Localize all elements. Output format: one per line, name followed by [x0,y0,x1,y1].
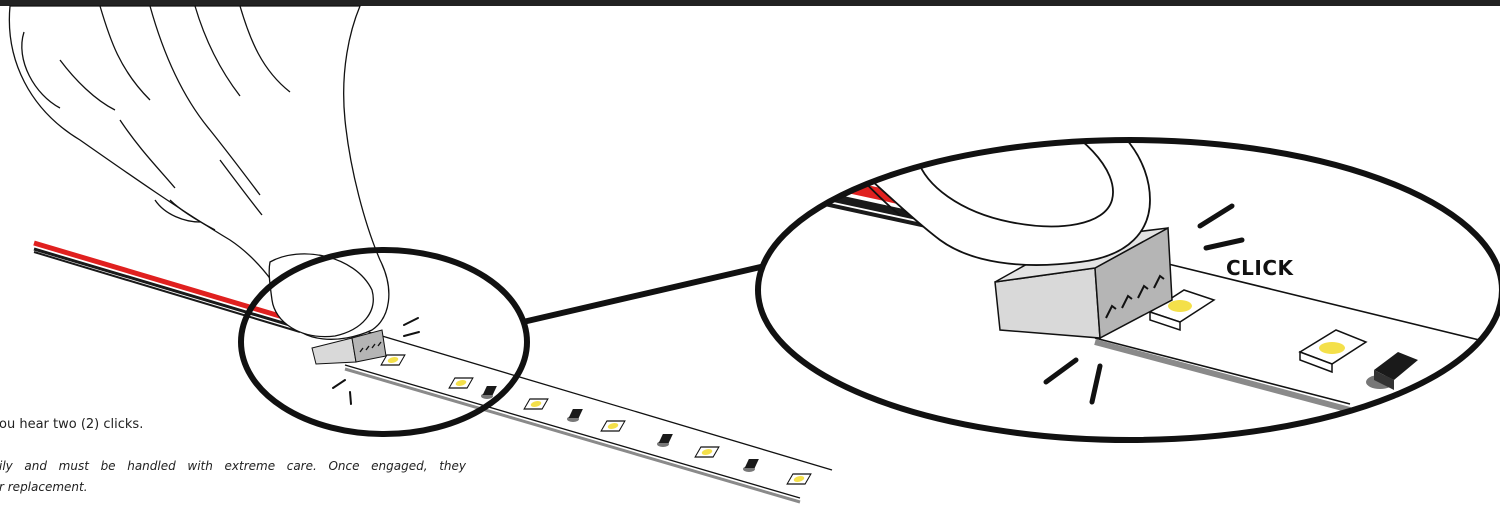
zoom-detail [750,101,1500,460]
zoom-connector-line [523,266,765,322]
resistor-chip [567,409,583,422]
led-chip [601,421,625,431]
resistor-chip [743,459,759,472]
led-chip [695,447,719,457]
resistor-chip [657,434,673,447]
note-line-2: r replacement. [0,477,499,498]
click-label: CLICK [1226,256,1294,280]
note-line-1: ily and must be handled with extreme car… [0,456,466,477]
instruction-text: ou hear two (2) clicks. [0,417,143,432]
led-chip [449,378,473,388]
caution-note: ily and must be handled with extreme car… [0,456,499,498]
hand-illustration [9,6,388,339]
led-chip [524,399,548,409]
led-chip [787,474,811,484]
